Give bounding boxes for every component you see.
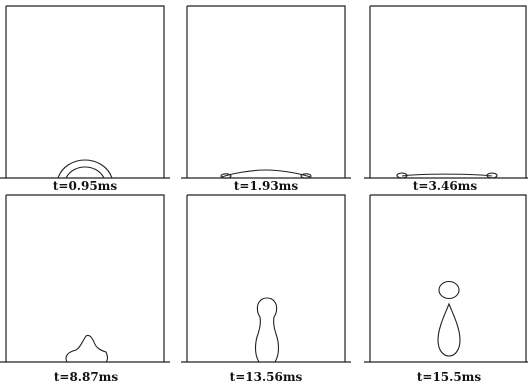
film-outline: [402, 174, 492, 176]
panel-frame: [181, 195, 351, 362]
panel-label: t=3.46ms: [413, 179, 478, 193]
panel-5: t=13.56ms: [181, 195, 351, 384]
panel-frame: [364, 6, 528, 178]
panel-frame: [364, 195, 528, 362]
film-outline: [222, 170, 310, 177]
panel-label: t=0.95ms: [53, 179, 118, 193]
column-outline: [256, 298, 279, 362]
droplet-outline: [66, 335, 107, 362]
teardrop-outline: [438, 304, 460, 356]
panel-label: t=13.56ms: [230, 370, 303, 384]
panel-3: t=3.46ms: [364, 6, 528, 193]
panel-label: t=1.93ms: [234, 179, 299, 193]
panel-frame: [181, 6, 351, 178]
detached-droplet: [439, 282, 459, 299]
panel-2: t=1.93ms: [181, 6, 351, 193]
panel-4: t=8.87ms: [0, 195, 170, 384]
panel-label: t=8.87ms: [54, 370, 119, 384]
droplet-outline: [58, 160, 112, 178]
panel-frame: [0, 6, 170, 178]
droplet-inner-arc: [66, 167, 104, 178]
panel-6: t=15.5ms: [364, 195, 528, 384]
panel-label: t=15.5ms: [417, 370, 482, 384]
panel-1: t=0.95ms: [0, 6, 170, 193]
